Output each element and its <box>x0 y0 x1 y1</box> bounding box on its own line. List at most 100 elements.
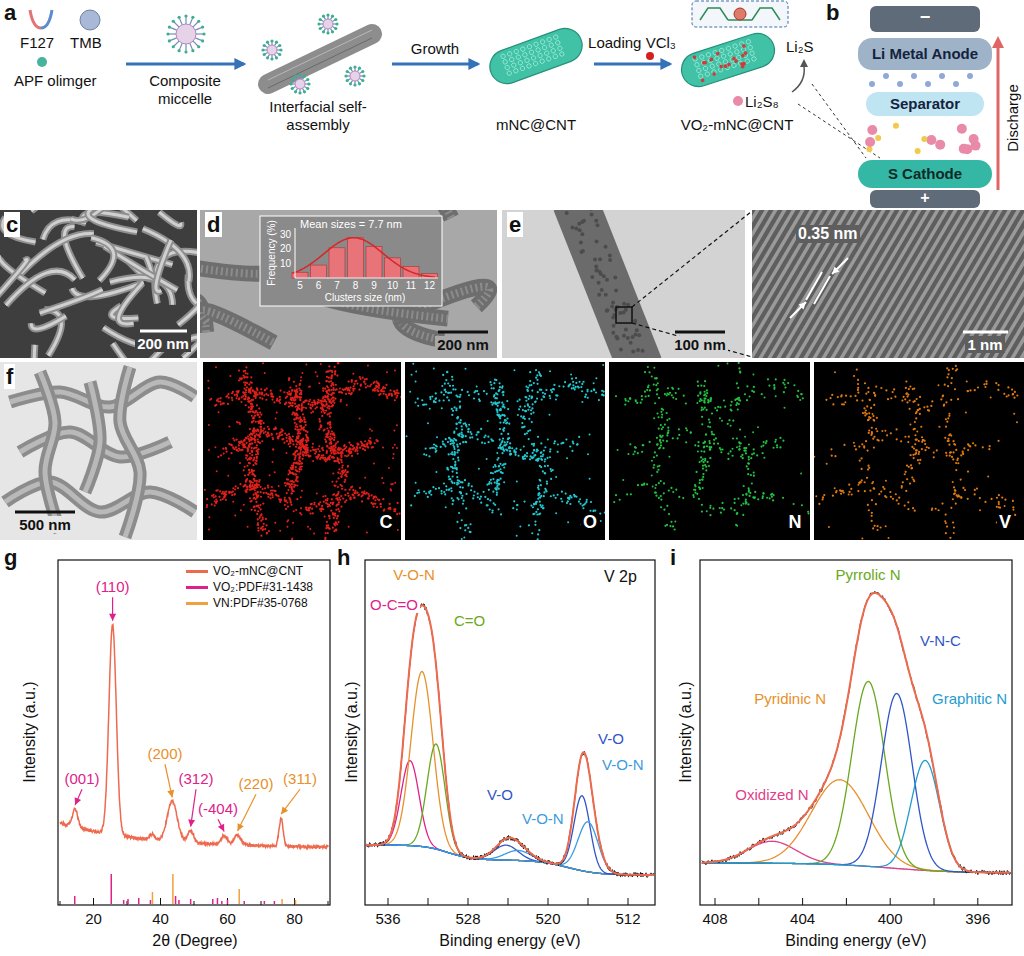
element-dot <box>295 394 297 396</box>
element-dot <box>323 429 325 431</box>
element-dot <box>220 499 222 501</box>
element-dot <box>259 433 261 435</box>
element-dot <box>328 393 330 395</box>
element-dot <box>264 389 266 391</box>
element-dot <box>332 382 334 384</box>
element-dot <box>326 380 328 382</box>
vo2-cluster <box>641 349 645 353</box>
nanotube-highlight <box>156 240 171 291</box>
element-dot <box>249 462 251 464</box>
element-dot <box>255 463 257 465</box>
element-dot <box>340 458 342 460</box>
element-dot <box>305 441 307 443</box>
element-dot <box>254 436 256 438</box>
element-dot <box>311 508 313 510</box>
element-dot <box>334 371 336 373</box>
vo2-cluster <box>597 293 601 297</box>
element-dot <box>222 448 224 450</box>
element-dot <box>334 512 336 514</box>
element-dot <box>330 389 332 391</box>
element-dot <box>255 453 257 455</box>
element-dot <box>351 379 353 381</box>
element-dot <box>244 439 246 441</box>
micelle-head <box>322 30 325 33</box>
element-dot <box>324 495 326 497</box>
element-dot <box>302 438 304 440</box>
hrtem-image <box>752 210 1024 358</box>
element-dot <box>346 450 348 452</box>
element-dot <box>298 404 300 406</box>
element-dot <box>293 462 295 464</box>
micelle-head <box>306 78 309 81</box>
element-dot <box>249 458 251 460</box>
element-dot <box>383 390 385 392</box>
element-dot <box>263 523 265 525</box>
element-dot <box>250 488 252 490</box>
carbon-pore <box>520 66 526 72</box>
element-dot <box>359 447 361 449</box>
element-dot <box>329 405 331 407</box>
tem-image <box>200 210 497 358</box>
element-dot <box>326 403 328 405</box>
carbon-pore <box>732 43 738 49</box>
element-dot <box>324 412 326 414</box>
element-dot <box>276 399 278 401</box>
element-dot <box>400 396 401 398</box>
element-dot <box>259 412 261 414</box>
element-dot <box>299 416 301 418</box>
element-dot <box>336 388 338 390</box>
carbon-pore <box>504 65 510 71</box>
element-dot <box>246 386 248 388</box>
micelle-head <box>261 48 264 51</box>
element-dot <box>299 443 301 445</box>
element-dot <box>271 492 273 494</box>
element-dot <box>334 373 336 375</box>
element-dot <box>252 411 254 413</box>
element-dot <box>241 396 243 398</box>
element-dot <box>296 416 298 418</box>
element-dot <box>336 459 338 461</box>
element-dot <box>310 407 312 409</box>
tem-image <box>0 362 197 540</box>
element-dot <box>353 492 355 494</box>
element-dot <box>386 395 388 397</box>
element-dot <box>228 397 230 399</box>
element-dot <box>295 455 297 457</box>
element-dot <box>288 469 290 471</box>
element-dot <box>335 509 337 511</box>
element-dot <box>287 482 289 484</box>
element-dot <box>324 388 326 390</box>
element-dot <box>270 489 272 491</box>
element-dot <box>288 433 290 435</box>
element-dot <box>288 401 290 403</box>
element-dot <box>298 430 300 432</box>
element-dot <box>329 415 331 417</box>
element-dot <box>271 393 273 395</box>
element-dot <box>246 437 248 439</box>
element-dot <box>247 400 249 402</box>
element-dot <box>349 387 351 389</box>
element-dot <box>211 495 213 497</box>
micelle-head <box>201 26 204 29</box>
carbon-pore <box>727 51 733 57</box>
element-dot <box>256 387 258 389</box>
element-dot <box>251 438 253 440</box>
element-dot <box>301 443 303 445</box>
element-dot <box>351 392 353 394</box>
element-dot <box>292 440 294 442</box>
element-dot <box>260 491 262 493</box>
element-dot <box>330 446 332 448</box>
tube-body <box>677 29 779 91</box>
element-dot <box>357 494 359 496</box>
carbon-pore <box>546 37 552 43</box>
element-dot <box>235 446 237 448</box>
carbon-pore <box>706 52 712 58</box>
conversion-arrow <box>792 66 804 92</box>
element-dot <box>271 486 273 488</box>
element-dot <box>332 501 334 503</box>
element-dot <box>257 505 259 507</box>
element-dot <box>270 390 272 392</box>
element-dot <box>333 437 335 439</box>
element-dot <box>384 387 386 389</box>
element-dot <box>294 422 296 424</box>
